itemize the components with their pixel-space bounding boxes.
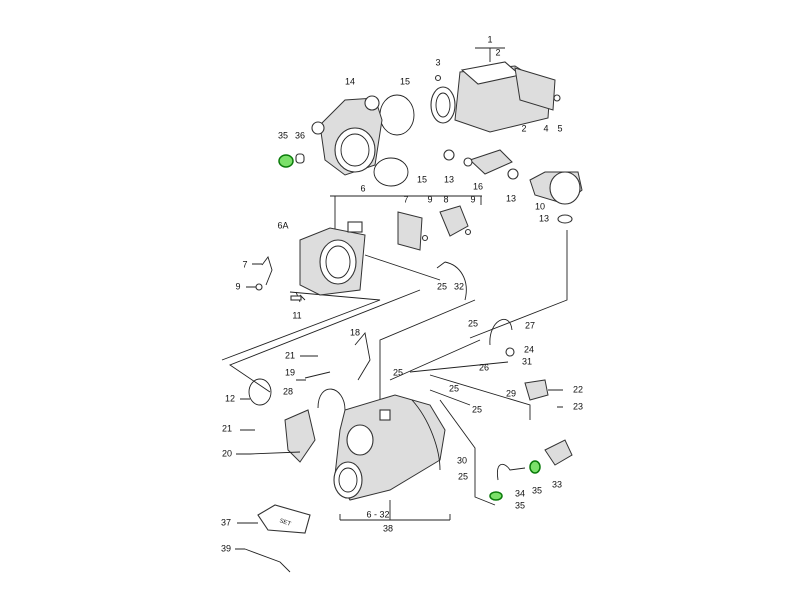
gasket-set-box <box>257 504 311 534</box>
valve-22 <box>524 379 549 401</box>
part-label[interactable]: 29 <box>505 388 517 399</box>
part-label[interactable]: 22 <box>572 384 584 395</box>
part-label[interactable]: 9 <box>427 194 433 205</box>
part-label[interactable]: 38 <box>382 523 394 534</box>
part-label[interactable]: 25 <box>436 281 448 292</box>
hose-clamp-15 <box>379 94 415 136</box>
part-label[interactable]: 27 <box>524 320 536 331</box>
part-label[interactable]: 13 <box>505 193 517 204</box>
part-39 <box>244 548 291 573</box>
check-valve-24 <box>505 347 515 357</box>
part-label[interactable]: 33 <box>551 479 563 490</box>
part-label[interactable]: 30 <box>456 455 468 466</box>
throttle-switch <box>397 205 472 251</box>
part-label[interactable]: 23 <box>572 401 584 412</box>
part-label[interactable]: 25 <box>471 404 483 415</box>
part-label[interactable]: 16 <box>472 181 484 192</box>
bracket-7 <box>261 256 273 286</box>
part-label[interactable]: 2 <box>521 123 527 134</box>
idle-air-valve <box>443 149 519 180</box>
part-label[interactable]: 20 <box>221 448 233 459</box>
part-label[interactable]: 4 <box>543 123 549 134</box>
part-label[interactable]: 12 <box>224 393 236 404</box>
part-label[interactable]: 8 <box>443 194 449 205</box>
bracket-19 <box>304 371 331 379</box>
part-label[interactable]: 2 <box>495 47 501 58</box>
part-label[interactable]: 26 <box>478 362 490 373</box>
part-label[interactable]: 6 - 32 <box>366 509 390 520</box>
part-label[interactable]: 35 <box>531 485 543 496</box>
part-label[interactable]: 6 <box>360 183 366 194</box>
part-label[interactable]: 32 <box>453 281 465 292</box>
hose-clamp-15-lower <box>373 157 409 187</box>
throttle-body <box>295 221 366 303</box>
part-label[interactable]: 35 <box>514 500 526 511</box>
part-label[interactable]: 10 <box>534 201 546 212</box>
part-label[interactable]: 36 <box>294 130 306 141</box>
part-label[interactable]: 25 <box>448 383 460 394</box>
part-label[interactable]: 25 <box>457 471 469 482</box>
part-label[interactable]: 18 <box>349 327 361 338</box>
plug-36 <box>295 153 305 164</box>
part-label[interactable]: 21 <box>284 350 296 361</box>
part-label[interactable]: 25 <box>392 367 404 378</box>
screw-9 <box>255 283 263 291</box>
part-label[interactable]: 39 <box>220 543 232 554</box>
part-label[interactable]: 37 <box>220 517 232 528</box>
part-label[interactable]: 19 <box>284 367 296 378</box>
part-label[interactable]: 7 <box>242 259 248 270</box>
part-label[interactable]: 28 <box>282 386 294 397</box>
part-label[interactable]: 3 <box>435 57 441 68</box>
hose-32 <box>436 261 467 301</box>
part-label[interactable]: 1 <box>487 34 493 45</box>
part-label[interactable]: 15 <box>416 174 428 185</box>
sensor-33 <box>544 439 573 466</box>
leader-lines <box>221 47 568 550</box>
part-label[interactable]: 25 <box>467 318 479 329</box>
highlighted-seal-35[interactable] <box>278 154 294 168</box>
part-label[interactable]: 5 <box>557 123 563 134</box>
air-filter-canister <box>529 171 583 224</box>
part-label[interactable]: 13 <box>443 174 455 185</box>
part-label[interactable]: 9 <box>235 281 241 292</box>
part-label[interactable]: 21 <box>221 423 233 434</box>
part-label[interactable]: 15 <box>399 76 411 87</box>
highlighted-seal-35-right[interactable] <box>529 460 541 474</box>
bracket-20 <box>284 409 316 463</box>
part-label[interactable]: 7 <box>403 194 409 205</box>
air-flow-meter <box>430 61 561 133</box>
part-label[interactable]: 14 <box>344 76 356 87</box>
intake-manifold <box>333 394 446 501</box>
bracket-18 <box>354 331 371 381</box>
part-label[interactable]: 6A <box>277 220 289 231</box>
hose-30 <box>411 399 441 471</box>
bolt-11 <box>290 295 302 301</box>
highlighted-seal-35-lower[interactable] <box>489 491 503 501</box>
hose-28 <box>317 388 346 411</box>
part-label[interactable]: 35 <box>277 130 289 141</box>
intake-elbow <box>311 95 383 176</box>
part-label[interactable]: 13 <box>538 213 550 224</box>
part-label[interactable]: 11 <box>292 310 302 321</box>
hose-34 <box>497 463 526 481</box>
gasket-12 <box>248 378 272 406</box>
part-label[interactable]: 24 <box>523 344 535 355</box>
part-label[interactable]: 31 <box>521 356 533 367</box>
part-label[interactable]: 9 <box>470 194 476 205</box>
hose-27 <box>489 318 513 346</box>
part-label[interactable]: 34 <box>514 488 526 499</box>
